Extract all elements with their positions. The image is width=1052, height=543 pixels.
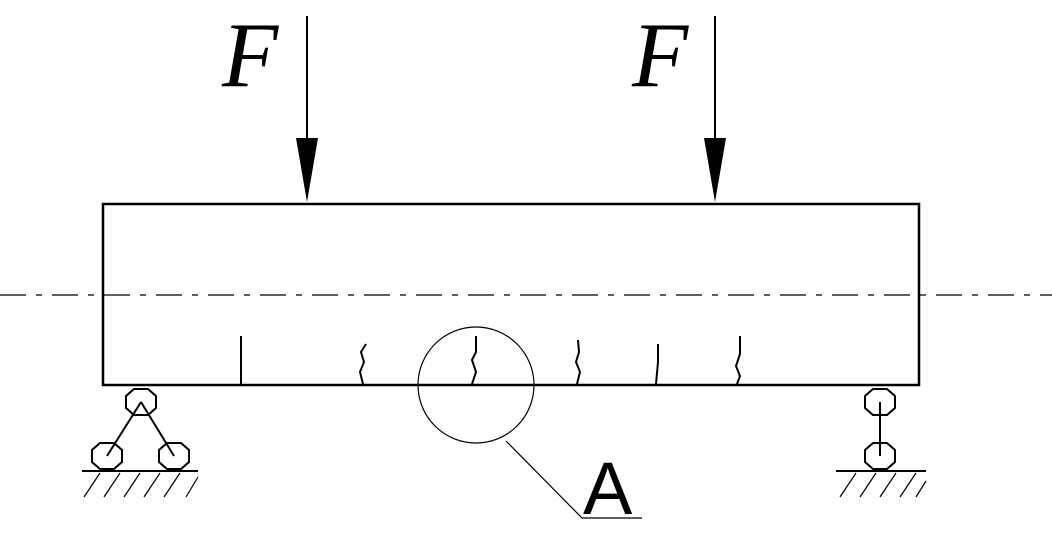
detail-label: A bbox=[583, 447, 633, 530]
beam bbox=[101, 202, 921, 387]
crack bbox=[734, 336, 742, 385]
support-right bbox=[836, 388, 927, 498]
crack bbox=[470, 336, 478, 385]
load-arrow-left bbox=[296, 16, 318, 202]
support-left bbox=[82, 388, 199, 498]
load-label-right: F bbox=[631, 4, 689, 106]
detail-leader-line bbox=[505, 440, 642, 519]
load-label-left: F bbox=[221, 4, 279, 106]
crack bbox=[574, 339, 582, 385]
crack bbox=[358, 343, 367, 385]
cracks bbox=[240, 336, 742, 385]
load-arrow-right bbox=[704, 16, 726, 202]
detail-circle bbox=[417, 326, 535, 444]
crack bbox=[655, 344, 659, 385]
